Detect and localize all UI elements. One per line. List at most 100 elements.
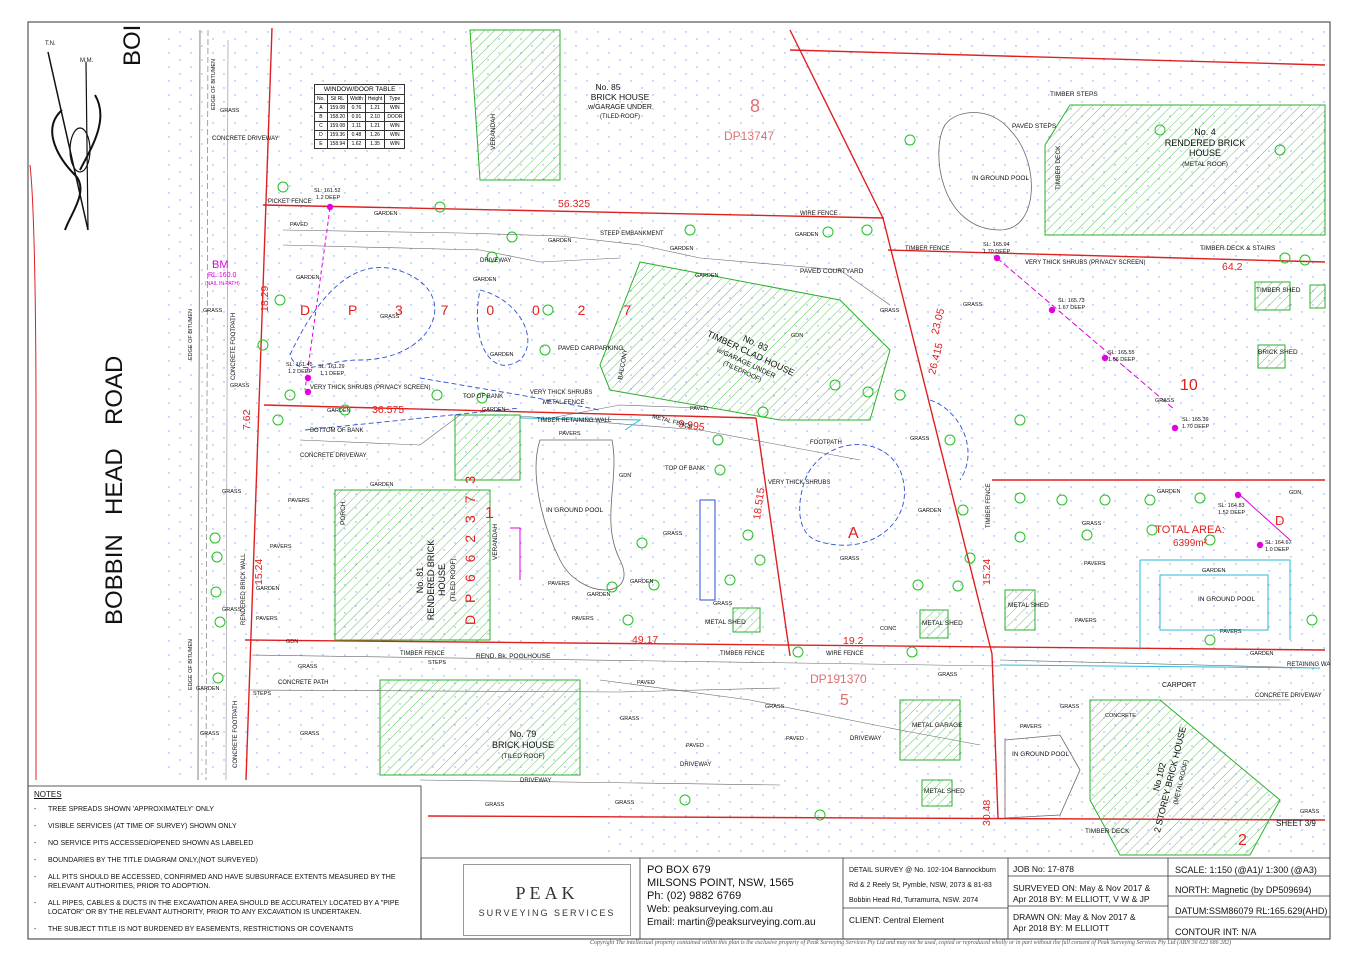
table-cell: WIN <box>384 139 406 149</box>
pit-marker <box>1048 306 1056 314</box>
very-thick-shrubs-label: VERY THICK SHRUBS <box>530 390 592 396</box>
building-timber-shed <box>1254 281 1291 311</box>
edge-of-bitumen-label-3: EDGE OF BITUMEN <box>211 59 217 110</box>
timber-deck-label: TIMBER DECK <box>1085 828 1130 835</box>
building-no102 <box>1089 699 1281 856</box>
concrete-footpath-label: CONCRETE FOOTPATH <box>233 701 239 768</box>
grass-label: GRASS <box>910 436 930 442</box>
grass-label: GRASS <box>222 489 242 495</box>
pit-labels: SL: 161.52 1.2 DEEP SL: 161.45 1.2 DEEP … <box>286 188 1292 553</box>
dimension-label: 64.2 <box>1222 261 1243 273</box>
total-area-value: 6399m² <box>1173 538 1208 549</box>
no81-line4: (TILED ROOF) <box>450 558 457 601</box>
note-item: THE SUBJECT TITLE IS NOT BURDENED BY EAS… <box>34 925 420 934</box>
survey-detail: DETAIL SURVEY @ No. 102-104 Bannockburn … <box>849 863 1009 928</box>
email-link[interactable]: Email: martin@peaksurveying.com.au <box>647 917 816 928</box>
steps-label: STEPS <box>428 660 446 666</box>
table-cell: 0.76 <box>347 103 366 113</box>
dimension-label: 18.515 <box>751 487 767 521</box>
road-labels: BOBBIN HEAD ROAD BOI EDGE OF BITUMEN EDG… <box>45 25 217 690</box>
driveway-label: DRIVEWAY <box>520 778 551 784</box>
no81-line3: HOUSE <box>437 564 447 596</box>
dimension-label: 15.24 <box>981 559 993 585</box>
logo-subtitle: SURVEYING SERVICES <box>478 907 616 918</box>
note-item: ALL PITS SHOULD BE ACCESSED, CONFIRMED A… <box>34 873 420 891</box>
footpath-label: FOOTPATH <box>810 440 842 446</box>
po-box: PO BOX 679 <box>647 864 711 876</box>
sheet-frame <box>27 21 1331 940</box>
garden-label: GARDEN <box>370 482 394 488</box>
garden-label: GARDEN <box>374 211 398 217</box>
contour-text: CONTOUR INT: N/A <box>1175 927 1257 937</box>
lot-1-label: 1 <box>485 505 494 522</box>
pit-sl: SL: 165.55 <box>1108 350 1135 356</box>
website-link[interactable]: Web: peaksurveying.com.au <box>647 904 773 915</box>
grass-label: GRASS <box>1082 521 1102 527</box>
garden-label: GARDEN <box>548 238 572 244</box>
gdn-label: GDN <box>619 473 631 479</box>
table-cell: 0.48 <box>347 130 366 140</box>
pit-sl: SL: 161.52 <box>314 188 341 194</box>
brick-shed-label: BRICK SHED <box>1258 349 1298 356</box>
notes-heading: NOTES <box>34 790 62 799</box>
pool-label: IN GROUND POOL <box>546 507 603 514</box>
plan-parameters: SCALE: 1:150 (@A1)/ 1:300 (@A3) NORTH: M… <box>1175 864 1335 938</box>
concrete-footpath-label: CONCRETE FOOTPATH <box>231 313 237 380</box>
grass-label: GRASS <box>380 314 400 320</box>
no79-line2: BRICK HOUSE <box>492 740 554 750</box>
drawn-line: DRAWN ON: May & Nov 2017 & <box>1013 912 1136 922</box>
pavers-label: PAVERS <box>288 498 310 504</box>
pool-outline-2 <box>938 112 1032 231</box>
window-table-title: WINDOW/DOOR TABLE <box>314 84 406 94</box>
boundary-dimensions: 56.325 18.29 36.575 7.62 9.995 18.515 15… <box>241 198 1243 826</box>
verandah-label: VERANDAH <box>490 114 497 150</box>
grass-label: GRASS <box>1155 398 1175 404</box>
garden-label: GARDEN <box>587 592 611 598</box>
table-cell: 2.10 <box>364 112 386 122</box>
table-cell: WIN <box>384 130 406 140</box>
building-no4 <box>1044 104 1326 236</box>
no4-line3: HOUSE <box>1189 148 1221 158</box>
paved-carparking-label: PAVED CARPARKING <box>558 345 623 352</box>
no85-line3: w/GARAGE UNDER <box>587 104 652 111</box>
table-cell: WIN <box>384 103 406 113</box>
bm-rl: RL:160.0 <box>208 272 237 279</box>
pit-marker <box>326 203 334 211</box>
very-thick-shrubs-label: VERY THICK SHRUBS <box>768 480 830 486</box>
garden-label: GARDEN <box>918 508 942 514</box>
pavers-label: PAVERS <box>1075 618 1097 624</box>
table-cell: DOOR <box>384 112 406 122</box>
pavers-label: PAVERS <box>1220 629 1242 635</box>
notes-panel: NOTES TREE SPREADS SHOWN 'APPROXIMATELY'… <box>30 786 420 938</box>
table-cell: 159.36 <box>326 130 349 140</box>
no4-line2: RENDERED BRICK <box>1165 138 1246 148</box>
table-cell: 1.11 <box>347 121 366 131</box>
metal-shed-label: METAL SHED <box>1008 602 1049 609</box>
table-cell: D <box>314 130 328 140</box>
table-cell: 158.94 <box>326 139 349 149</box>
garden-label: GARDEN <box>1157 489 1181 495</box>
no81-line1: No. 81 <box>415 567 425 594</box>
bm-note: (NAIL IN PATH) <box>205 281 240 287</box>
pit-depth: 1.2 DEEP <box>288 369 312 375</box>
concrete-driveway-label: CONCRETE DRIVEWAY <box>1255 693 1322 699</box>
metal-fence-label: METAL FENCE <box>543 400 584 406</box>
pit-depth: 1.52 DEEP <box>1218 510 1246 516</box>
building-metal-shed-2 <box>919 609 949 639</box>
garden-label: GARDEN <box>490 352 514 358</box>
garden-label: GARDEN <box>327 408 351 414</box>
paved-steps-label: PAVED STEPS <box>1012 123 1057 130</box>
picket-fence-label: PICKET FENCE <box>268 199 312 205</box>
total-area: TOTAL AREA: 6399m² <box>1155 524 1225 549</box>
concrete-driveway-label: CONCRETE DRIVEWAY <box>300 453 367 459</box>
grass-label: GRASS <box>615 800 635 806</box>
pit-depth: 1.66 DEEP <box>1108 357 1136 363</box>
pavers-label: PAVERS <box>256 616 278 622</box>
dimension-label: 36.575 <box>372 404 404 416</box>
phone: Ph: (02) 9882 6769 <box>647 890 742 902</box>
timber-fence-label: TIMBER FENCE <box>905 246 950 252</box>
grass-label: GRASS <box>222 607 242 613</box>
pit-lines <box>304 207 1291 580</box>
